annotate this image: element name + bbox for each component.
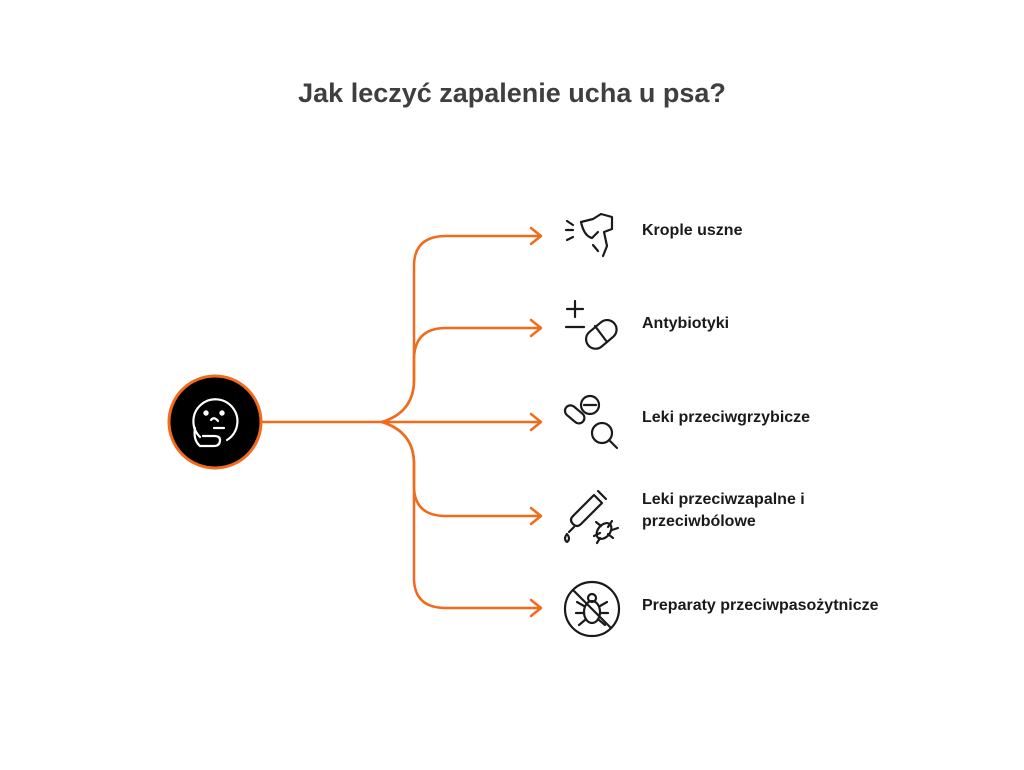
dropper-bug-icon xyxy=(563,489,620,545)
branch-label-4-line2: przeciwbólowe xyxy=(642,513,756,530)
branch-label-2: Antybiotyki xyxy=(642,315,730,332)
branch-label-3: Leki przeciwgrzybicze xyxy=(642,409,811,426)
arrowhead-3 xyxy=(529,412,543,432)
plus-minus-pill-icon xyxy=(564,299,618,350)
branch-label-5: Preparaty przeciwpasożytnicze xyxy=(642,597,879,614)
pills-magnifier-icon xyxy=(563,394,619,450)
dog-ear-icon xyxy=(564,212,614,258)
arrowhead-5 xyxy=(529,598,543,618)
arrowhead-1 xyxy=(529,226,543,246)
arrowhead-4 xyxy=(529,506,543,526)
branch-label-4-line1: Leki przeciwzapalne i xyxy=(642,491,805,508)
connector-branch-5 xyxy=(380,420,542,610)
arrowhead-2 xyxy=(529,318,543,338)
connector-branch-2 xyxy=(380,326,542,424)
thinking-face-icon xyxy=(192,398,239,448)
branch-label-4: Leki przeciwzapalne i przeciwbólowe xyxy=(642,489,942,533)
hub-node xyxy=(167,374,263,470)
branch-label-1: Krople uszne xyxy=(642,222,743,239)
no-bug-icon xyxy=(563,580,621,638)
page-title: Jak leczyć zapalenie ucha u psa? xyxy=(298,78,726,108)
